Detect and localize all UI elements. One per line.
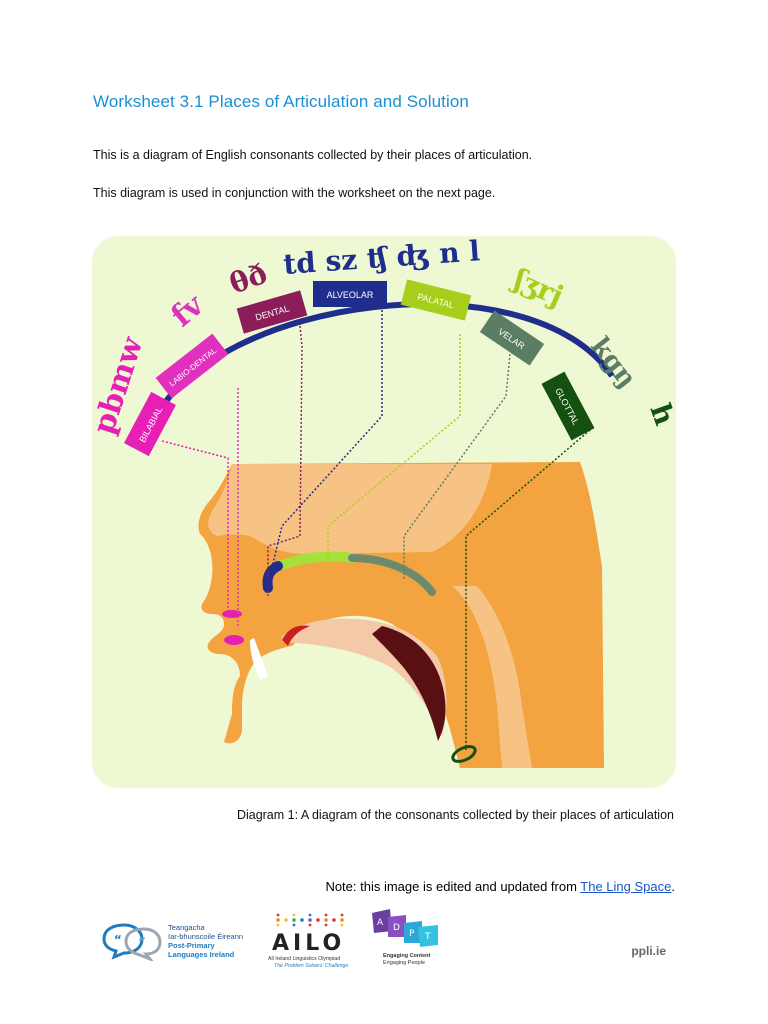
ailo-tagline: The Problem Solvers' Challenge — [274, 963, 349, 969]
connector-alveolar — [267, 306, 383, 585]
ppli-line-4: Languages Ireland — [168, 950, 235, 959]
adpt-letter-a: A — [377, 918, 384, 928]
segment-alveolar-label: ALVEOLAR — [327, 290, 374, 300]
connector-bilabial — [161, 440, 229, 614]
adpt-letter-d: D — [393, 923, 400, 933]
segment-alveolar-block — [313, 281, 387, 307]
ailo-dot — [292, 918, 296, 922]
ailo-dot — [300, 918, 304, 922]
ppli-line-1: Teangacha — [168, 923, 205, 932]
footer: “ ” Teangacha Iar-bhunscoile Éireann Pos… — [0, 905, 768, 985]
segment-alveolar: ALVEOLAR — [313, 281, 387, 307]
ppli-logo: “ ” Teangacha Iar-bhunscoile Éireann Pos… — [100, 921, 260, 967]
segment-palatal-block — [400, 279, 472, 321]
adpt-blocks-icon: A D P T — [372, 909, 438, 947]
source-note-end: . — [671, 879, 675, 894]
ailo-dot — [292, 923, 296, 927]
source-note: Note: this image is edited and updated f… — [325, 879, 675, 894]
adpt-subtitle-1: Engaging Content — [383, 953, 431, 959]
ailo-dot — [340, 918, 344, 922]
ppli-line-3: Post-Primary — [168, 941, 215, 950]
ailo-dot — [308, 913, 312, 917]
ailo-dot — [276, 913, 280, 917]
connector-velar — [403, 353, 511, 580]
ailo-dot — [340, 923, 344, 927]
ling-space-link[interactable]: The Ling Space — [580, 879, 672, 894]
segment-velar-block — [479, 310, 545, 366]
ailo-dot — [324, 923, 328, 927]
segment-dental: DENTAL — [236, 290, 308, 334]
adpt-letter-t: T — [424, 932, 431, 942]
source-note-text: Note: this image is edited and updated f… — [325, 879, 581, 894]
adpt-letter-p: P — [409, 929, 415, 939]
ailo-wordmark: AILO — [272, 931, 346, 956]
lower-lip — [224, 635, 244, 645]
tongue-back — [372, 626, 446, 741]
ppli-line-2: Iar-bhunscoile Éireann — [168, 932, 244, 941]
nasal-cavity — [208, 464, 492, 554]
adpt-subtitle-2: Engaging People — [383, 960, 425, 966]
ailo-dot — [340, 913, 344, 917]
alveolar-ridge — [262, 561, 283, 593]
tongue-tip — [282, 625, 310, 646]
ailo-subtitle: All Ireland Linguistics Olympiad — [268, 956, 341, 962]
segment-glottal-block — [541, 371, 595, 441]
upper-lip — [222, 610, 242, 618]
ailo-dot — [276, 923, 280, 927]
ailo-dot — [284, 918, 288, 922]
diagram-caption: Diagram 1: A diagram of the consonants c… — [236, 808, 674, 822]
ailo-dot — [276, 918, 280, 922]
speech-bubbles-icon: “ ” — [102, 923, 162, 963]
teeth — [250, 638, 268, 680]
ailo-dot — [292, 913, 296, 917]
page-title: Worksheet 3.1 Places of Articulation and… — [93, 92, 469, 111]
svg-text:“: “ — [114, 933, 122, 947]
connector-glottal — [465, 429, 591, 750]
intro-paragraph-2: This diagram is used in conjunction with… — [93, 186, 496, 200]
ailo-dot — [324, 913, 328, 917]
ailo-dot — [308, 918, 312, 922]
ailo-dot — [316, 918, 320, 922]
adpt-logo: A D P T Engaging Content Engaging People — [368, 909, 442, 971]
intro-paragraph-1: This is a diagram of English consonants … — [93, 148, 533, 162]
site-url: ppli.ie — [631, 944, 666, 958]
ailo-dot — [324, 918, 328, 922]
soft-palate — [348, 554, 436, 596]
segment-dental-block — [236, 290, 308, 334]
ailo-logo: AILO All Ireland Linguistics Olympiad Th… — [266, 911, 358, 973]
throat-passage — [452, 586, 532, 768]
ailo-dot — [308, 923, 312, 927]
ailo-dot — [332, 918, 336, 922]
segment-bilabial-block — [124, 391, 176, 457]
connector-palatal — [327, 334, 461, 572]
glottis — [451, 745, 477, 763]
segment-labio-dental-block — [155, 333, 229, 399]
ailo-dots-icon — [276, 913, 344, 927]
segment-palatal: PALATAL — [400, 279, 472, 321]
svg-text:”: ” — [138, 935, 146, 949]
connector-dental — [267, 325, 303, 596]
